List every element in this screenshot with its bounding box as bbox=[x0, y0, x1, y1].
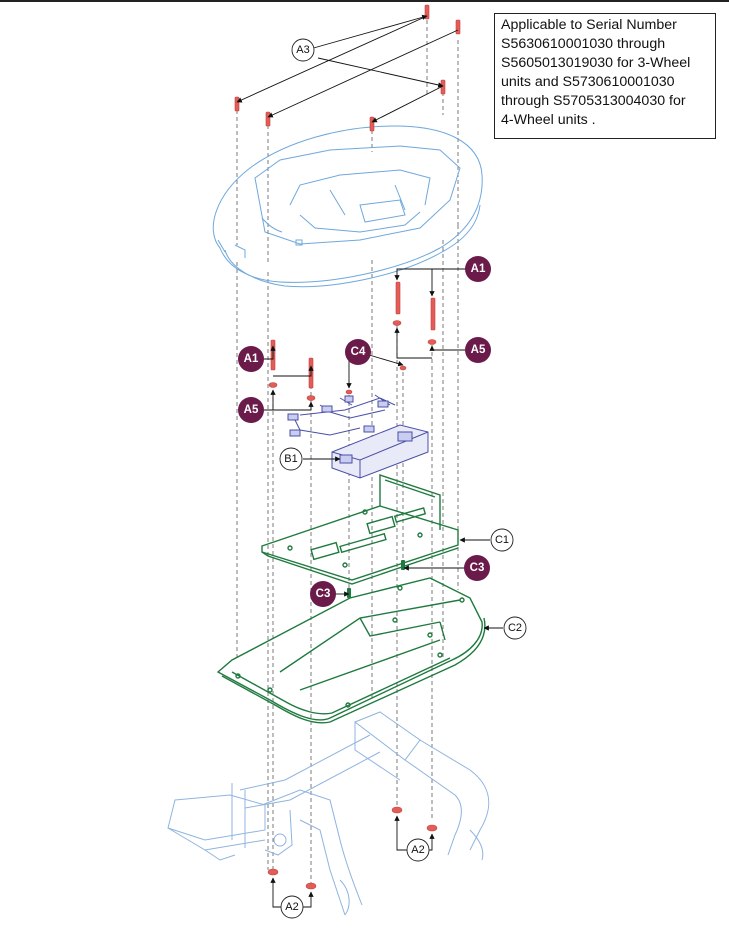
seat-shroud bbox=[212, 125, 483, 288]
washer-c4-2 bbox=[399, 365, 407, 371]
callout-c2: C2 bbox=[503, 616, 527, 640]
alignment-lines bbox=[236, 20, 459, 885]
nut-a2-2 bbox=[426, 824, 438, 832]
callout-a2-right: A2 bbox=[406, 838, 430, 862]
bolt-a1-1 bbox=[395, 281, 401, 315]
badge-a1-right: A1 bbox=[465, 256, 491, 282]
note-line: S5605013019030 for 3-Wheel bbox=[501, 55, 691, 71]
svg-text:A1: A1 bbox=[244, 353, 259, 365]
svg-text:B1: B1 bbox=[284, 453, 297, 465]
screw-a3-2 bbox=[455, 19, 461, 35]
svg-text:A5: A5 bbox=[471, 344, 486, 356]
washer-a5-4 bbox=[306, 395, 316, 401]
svg-text:A3: A3 bbox=[296, 44, 309, 56]
note-line: S5630610001030 through bbox=[501, 36, 666, 52]
tray bbox=[216, 577, 486, 724]
nut-a2-1 bbox=[391, 806, 403, 814]
svg-text:A2: A2 bbox=[285, 901, 298, 913]
top-rule bbox=[0, 0, 729, 2]
svg-text:A2: A2 bbox=[411, 844, 424, 856]
badge-a5-right: A5 bbox=[465, 337, 491, 363]
callout-a2-left: A2 bbox=[280, 895, 304, 919]
note-line: Applicable to Serial Number bbox=[501, 17, 677, 33]
svg-text:C1: C1 bbox=[495, 534, 509, 546]
note-line: units and S5730610001030 bbox=[501, 74, 675, 90]
badge-c3-left: C3 bbox=[310, 581, 336, 607]
note-line: 4-Wheel units . bbox=[501, 112, 596, 128]
nut-a2-3 bbox=[267, 868, 279, 876]
badge-a1-left: A1 bbox=[238, 346, 264, 372]
frame bbox=[167, 711, 490, 916]
svg-text:A5: A5 bbox=[244, 404, 259, 416]
svg-text:C2: C2 bbox=[508, 622, 522, 634]
serial-number-note: Applicable to Serial Number S56306100010… bbox=[494, 13, 716, 139]
washer-a5-2 bbox=[427, 339, 437, 345]
washer-a5-3 bbox=[268, 382, 278, 388]
svg-text:C3: C3 bbox=[316, 588, 331, 600]
washer-a5-1 bbox=[392, 320, 402, 326]
svg-text:C3: C3 bbox=[470, 562, 485, 574]
washer-c4-1 bbox=[345, 389, 353, 395]
callout-a3: A3 bbox=[291, 38, 315, 62]
screw-a3-4 bbox=[234, 96, 240, 112]
nut-a2-4 bbox=[305, 882, 317, 890]
electronics-module bbox=[287, 394, 429, 479]
callout-c1: C1 bbox=[490, 528, 514, 552]
svg-text:C4: C4 bbox=[351, 346, 366, 358]
callout-b1: B1 bbox=[279, 447, 303, 471]
screw-a3-5 bbox=[265, 111, 271, 127]
screw-a3-6 bbox=[369, 116, 375, 132]
note-line: through S5705313004030 for bbox=[501, 93, 686, 109]
leader-lines bbox=[236, 14, 503, 908]
bolt-a1-2 bbox=[430, 297, 436, 331]
badge-a5-left: A5 bbox=[238, 397, 264, 423]
badge-c4: C4 bbox=[345, 339, 371, 365]
badge-c3-right: C3 bbox=[464, 555, 490, 581]
svg-text:A1: A1 bbox=[471, 263, 486, 275]
